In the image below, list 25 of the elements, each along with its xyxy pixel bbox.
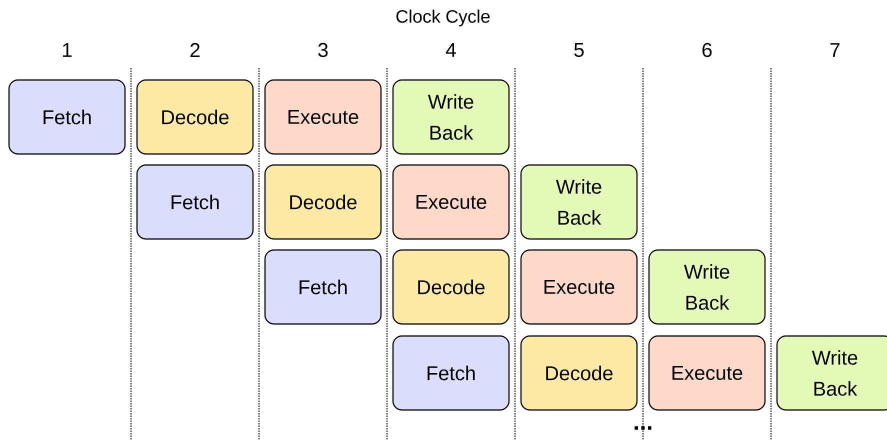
stage-box: Fetch (392, 335, 510, 411)
stage-box: Fetch (264, 249, 382, 325)
cycle-number: 3 (318, 42, 328, 58)
cycle-number: 4 (446, 43, 456, 57)
stage-box: Write Back (392, 79, 510, 155)
cycle-number: 7 (830, 43, 840, 57)
stage-box: Write Back (648, 249, 766, 325)
stage-box: Decode (392, 249, 510, 325)
cycle-number: 1 (62, 43, 72, 57)
cycle-number: 5 (574, 43, 584, 57)
cycle-number: 2 (190, 43, 200, 57)
axis-title: Clock Cycle (396, 10, 490, 26)
stage-box: Execute (392, 164, 510, 240)
stage-box: Decode (520, 335, 638, 411)
stage-box: Fetch (8, 79, 126, 155)
stage-box: Fetch (136, 164, 254, 240)
stage-box: Execute (264, 79, 382, 155)
stage-box: Decode (136, 79, 254, 155)
cycle-number: 6 (702, 42, 712, 58)
stage-box: Write Back (776, 335, 887, 411)
stage-box: Decode (264, 164, 382, 240)
stage-box: Execute (520, 249, 638, 325)
stage-box: Write Back (520, 164, 638, 240)
stage-box: Execute (648, 335, 766, 411)
ellipsis: ... (634, 426, 652, 430)
